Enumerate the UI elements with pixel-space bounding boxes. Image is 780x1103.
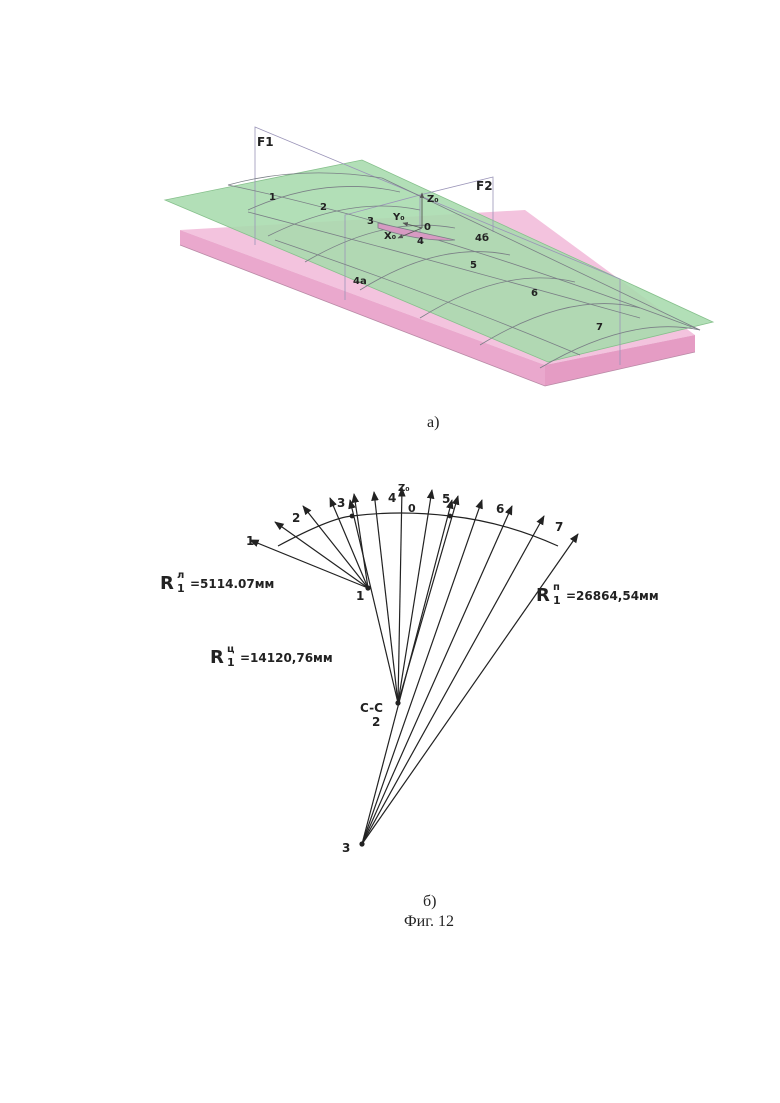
origin-label: 0 bbox=[424, 222, 431, 233]
point-label-6: 6 bbox=[531, 288, 538, 299]
point-label-7: 7 bbox=[596, 322, 603, 333]
center-label-3: 3 bbox=[342, 841, 350, 855]
svg-text:1: 1 bbox=[177, 582, 185, 595]
center-label-1: 1 bbox=[356, 589, 364, 603]
point-label-4: 4 bbox=[417, 236, 424, 247]
svg-text:=26864,54мм: =26864,54мм bbox=[566, 589, 659, 603]
svg-text:п: п bbox=[553, 582, 560, 593]
figure-caption: Фиг. 12 bbox=[404, 913, 454, 930]
svg-text:R: R bbox=[210, 647, 224, 668]
plane-label-f2: F2 bbox=[476, 179, 493, 193]
ray-label-6: 6 bbox=[496, 502, 504, 516]
arc-point-5 bbox=[448, 514, 452, 518]
svg-text:1: 1 bbox=[553, 594, 561, 607]
center-label-2: 2 bbox=[372, 715, 380, 729]
rays-center-2 bbox=[350, 488, 458, 703]
point-label-4a: 4а bbox=[353, 276, 367, 287]
svg-text:=14120,76мм: =14120,76мм bbox=[240, 651, 333, 665]
ray-label-2: 2 bbox=[292, 511, 300, 525]
caption-a: а) bbox=[427, 414, 439, 431]
ray-label-4: 4 bbox=[388, 491, 396, 505]
svg-text:1: 1 bbox=[227, 656, 235, 669]
figure-b-radii-diagram bbox=[250, 488, 578, 846]
figure-a-3d-model: F1 F2 Z₀ Y₀ X₀ 0 1 2 3 4 4б 4а 5 6 7 а) bbox=[165, 127, 713, 431]
point-label-3: 3 bbox=[367, 216, 374, 227]
center-label-cc: C-C bbox=[360, 701, 383, 715]
center-point-3 bbox=[360, 842, 364, 846]
svg-text:л: л bbox=[177, 570, 184, 581]
svg-text:=5114.07мм: =5114.07мм bbox=[190, 577, 274, 591]
plane-label-f1: F1 bbox=[257, 135, 274, 149]
point-label-2: 2 bbox=[320, 202, 327, 213]
point-label-5: 5 bbox=[470, 260, 477, 271]
axis-label-z0-b: Z₀ bbox=[398, 483, 410, 494]
radius-right-label: R п 1 =26864,54мм bbox=[536, 582, 659, 607]
ray-label-1: 1 bbox=[246, 534, 254, 548]
point-label-1: 1 bbox=[269, 192, 276, 203]
caption-b: б) bbox=[423, 893, 436, 910]
axis-label-y0: Y₀ bbox=[392, 212, 405, 223]
svg-text:R: R bbox=[160, 573, 174, 594]
axis-label-x0: X₀ bbox=[384, 231, 396, 242]
radius-left-label: R л 1 =5114.07мм bbox=[160, 570, 274, 595]
center-point-2 bbox=[396, 701, 400, 705]
origin-label-b: 0 bbox=[408, 502, 416, 515]
axis-label-z0: Z₀ bbox=[427, 194, 439, 205]
ray-label-3: 3 bbox=[337, 496, 345, 510]
arc-point-3 bbox=[350, 514, 354, 518]
center-point-1 bbox=[366, 586, 370, 590]
ray-label-7: 7 bbox=[555, 520, 563, 534]
radius-center-label: R ц 1 =14120,76мм bbox=[210, 644, 333, 669]
section-arc bbox=[278, 513, 558, 546]
point-label-4b: 4б bbox=[475, 232, 489, 244]
svg-text:ц: ц bbox=[227, 644, 234, 655]
rays-center-1 bbox=[250, 494, 368, 588]
ray-label-5: 5 bbox=[442, 492, 450, 506]
svg-text:R: R bbox=[536, 585, 550, 606]
